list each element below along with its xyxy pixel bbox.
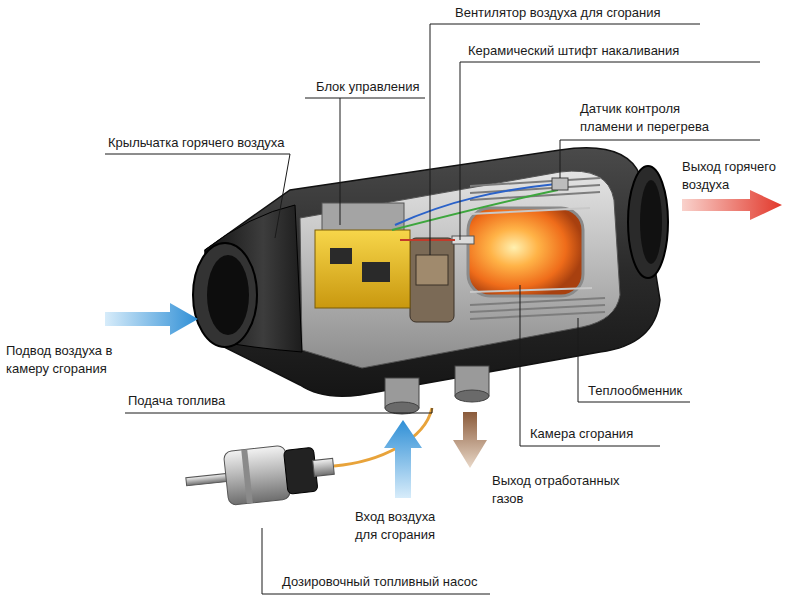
wire [395,184,556,225]
combustion-air-arrow [384,420,422,498]
leader-line [105,154,290,238]
part-label: Блок управления [316,78,436,96]
flame-sensor [552,178,568,190]
pump-cap [284,447,318,494]
control-unit-board [315,230,410,308]
air-outlet-opening [640,180,662,264]
chamber-rod [470,208,590,214]
part-label: Датчик контроля пламени и перегрева [580,100,720,136]
glow-pin [452,236,474,244]
leader-line [125,408,432,413]
part-label: Дозировочный топливный насос [282,573,522,591]
part-label: Теплообменник [588,382,708,400]
hot-air-arrow [682,190,782,220]
combustion-chamber [468,208,583,296]
fan-motor [416,255,448,285]
part-label: Подвод воздуха в камеру сгорания [6,342,136,378]
part-label: Крыльчатка горячего воздуха [108,134,308,152]
part-label: Выход отработанных газов [492,472,622,508]
exhaust-arrow [453,412,487,468]
part-label: Керамический штифт накаливания [468,42,728,60]
leader-line [305,98,425,99]
leader-line [340,98,341,225]
exhaust-port-end [385,402,419,414]
wire [400,239,455,241]
heater-housing [205,148,660,396]
pump-fitting [313,458,335,476]
part-label: Подача топлива [128,392,268,410]
pump-pin [186,473,229,485]
circuit-chip [362,262,390,282]
pump-ring [241,449,253,503]
control-unit-case [322,203,404,233]
chamber-rod [470,288,592,292]
fuel-line [334,408,432,466]
part-label: Вход воздуха для сгорания [355,508,455,544]
combustion-fan [410,238,454,322]
circuit-chip [330,248,352,264]
part-label: Камера сгорания [530,425,670,443]
air-inlet-opening [207,255,249,335]
fuel-pump [184,440,337,509]
part-label: Вентилятор воздуха для сгорания [455,4,715,22]
air-outlet [628,166,668,278]
leader-line [520,285,660,446]
part-label: Выход горячего воздуха [682,158,794,194]
air-intake-arrow [105,303,198,335]
leader-line [460,62,760,240]
pump-body [223,445,290,505]
intake-port-end [455,390,489,402]
air-inlet [193,243,257,347]
wire [392,190,558,230]
leader-lines [105,24,760,594]
